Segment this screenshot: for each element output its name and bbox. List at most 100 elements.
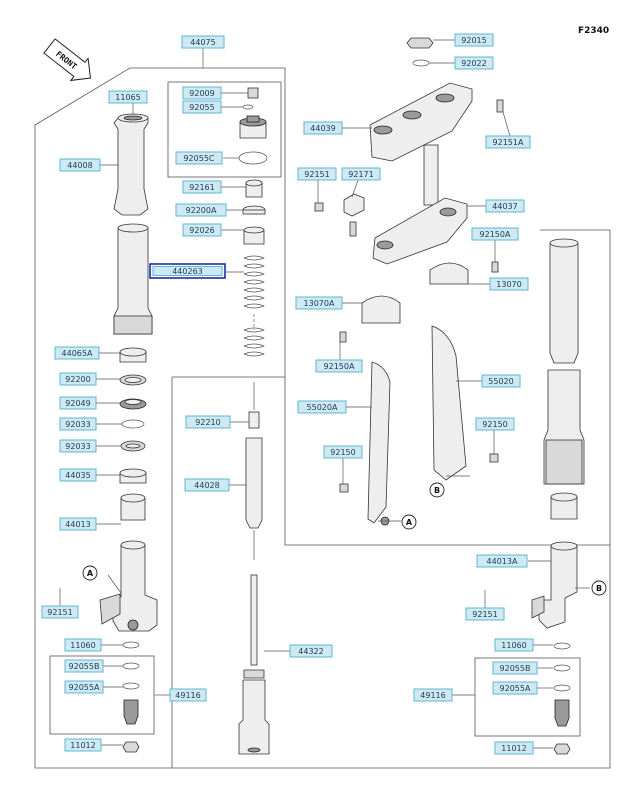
svg-text:A: A bbox=[406, 518, 413, 527]
part-label-11060r[interactable]: 11060 bbox=[494, 638, 534, 652]
left-seals-stack bbox=[119, 347, 147, 484]
part-label-92151r[interactable]: 92151 bbox=[465, 607, 505, 621]
part-label-13070[interactable]: 13070 bbox=[489, 277, 529, 291]
part-label-92055c[interactable]: 92055C bbox=[175, 151, 223, 165]
part-label-44037[interactable]: 44037 bbox=[485, 199, 525, 213]
part-label-text: 92150A bbox=[480, 230, 511, 239]
steering-nut-and-washer bbox=[406, 37, 434, 67]
part-label-text: 92015 bbox=[461, 36, 486, 45]
part-label-11065[interactable]: 11065 bbox=[108, 90, 148, 104]
cap-bolt-parts bbox=[238, 87, 268, 165]
part-label-text: 44322 bbox=[298, 647, 323, 656]
part-label-text: 44028 bbox=[194, 481, 219, 490]
part-label-44035[interactable]: 44035 bbox=[59, 468, 97, 482]
part-label-text: 92049 bbox=[65, 399, 90, 408]
part-label-text: 44035 bbox=[65, 471, 90, 480]
part-label-44075[interactable]: 44075 bbox=[181, 35, 225, 49]
callout-a1: A bbox=[82, 565, 98, 581]
part-label-text: 92150A bbox=[324, 362, 355, 371]
part-label-text: 44037 bbox=[492, 202, 517, 211]
leader-lines bbox=[59, 39, 590, 749]
part-label-11060l[interactable]: 11060 bbox=[64, 638, 102, 652]
part-label-92200[interactable]: 92200 bbox=[59, 372, 97, 386]
part-label-92009[interactable]: 92009 bbox=[182, 86, 222, 100]
part-label-text: 92150 bbox=[482, 420, 507, 429]
figure-code: F2340 bbox=[578, 26, 609, 36]
part-label-49116l[interactable]: 49116 bbox=[169, 688, 207, 702]
part-label-44013[interactable]: 44013 bbox=[59, 517, 97, 531]
part-label-92055bl[interactable]: 92055B bbox=[64, 659, 104, 673]
svg-text:A: A bbox=[87, 569, 94, 578]
left-inner-tube bbox=[113, 223, 153, 335]
part-label-44039[interactable]: 44039 bbox=[303, 121, 343, 135]
part-label-92049[interactable]: 92049 bbox=[59, 396, 97, 410]
part-label-text: 11012 bbox=[70, 741, 95, 750]
fork-guard-left bbox=[339, 361, 391, 526]
svg-text:B: B bbox=[434, 486, 440, 495]
part-label-text: 92009 bbox=[189, 89, 214, 98]
part-label-92151a[interactable]: 92151A bbox=[485, 135, 531, 149]
svg-text:B: B bbox=[596, 584, 602, 593]
part-label-92151l[interactable]: 92151 bbox=[41, 605, 79, 619]
part-label-92150a2[interactable]: 92150A bbox=[315, 359, 363, 373]
right-valve-kit bbox=[553, 642, 571, 755]
part-label-92055br[interactable]: 92055B bbox=[492, 661, 538, 675]
part-label-92171[interactable]: 92171 bbox=[341, 167, 381, 181]
part-label-92150r[interactable]: 92150 bbox=[475, 417, 515, 431]
handlebar-clamp-top bbox=[314, 193, 365, 237]
part-label-92033a[interactable]: 92033 bbox=[59, 417, 97, 431]
part-label-44065a[interactable]: 44065A bbox=[54, 346, 100, 360]
part-label-49116r[interactable]: 49116 bbox=[413, 688, 453, 702]
spring-top-parts bbox=[242, 179, 266, 245]
part-label-text: 92171 bbox=[348, 170, 373, 179]
part-label-92055[interactable]: 92055 bbox=[182, 100, 222, 114]
part-label-92015[interactable]: 92015 bbox=[454, 33, 494, 47]
part-label-44028[interactable]: 44028 bbox=[184, 478, 230, 492]
left-outer-tube bbox=[113, 113, 149, 216]
part-label-55020[interactable]: 55020 bbox=[481, 374, 521, 388]
part-label-92055ar[interactable]: 92055A bbox=[492, 681, 538, 695]
part-label-11012l[interactable]: 11012 bbox=[64, 738, 102, 752]
part-label-text: 92055B bbox=[500, 664, 531, 673]
right-lower-leg bbox=[531, 492, 578, 629]
part-label-text: 92055B bbox=[69, 662, 100, 671]
part-label-text: 92151 bbox=[47, 608, 72, 617]
part-label-92033b[interactable]: 92033 bbox=[59, 439, 97, 453]
part-label-text: 92210 bbox=[195, 418, 220, 427]
part-label-text: 44039 bbox=[310, 124, 335, 133]
fork-guard-right bbox=[431, 325, 499, 481]
part-label-text: 44065A bbox=[62, 349, 93, 358]
part-label-92150m[interactable]: 92150 bbox=[323, 445, 363, 459]
left-lower-leg bbox=[99, 493, 158, 632]
part-label-11012r[interactable]: 11012 bbox=[494, 741, 534, 755]
part-label-44322[interactable]: 44322 bbox=[289, 644, 333, 658]
upper-triple-clamp bbox=[369, 82, 504, 162]
part-label-text: 92200A bbox=[186, 206, 217, 215]
front-arrow-icon: FRONT bbox=[43, 38, 92, 82]
part-label-92151t[interactable]: 92151 bbox=[297, 167, 337, 181]
callout-a2: A bbox=[401, 514, 417, 530]
part-label-text: 55020 bbox=[488, 377, 513, 386]
part-label-92210[interactable]: 92210 bbox=[185, 415, 231, 429]
callout-b1: B bbox=[429, 482, 445, 498]
cap-parts-box bbox=[167, 81, 282, 178]
part-label-13070a[interactable]: 13070A bbox=[295, 296, 343, 310]
part-label-44008[interactable]: 44008 bbox=[59, 158, 101, 172]
part-label-92150a1[interactable]: 92150A bbox=[471, 227, 519, 241]
part-label-92026[interactable]: 92026 bbox=[182, 223, 222, 237]
part-label-text: 92033 bbox=[65, 442, 90, 451]
clamp-13070 bbox=[429, 261, 499, 285]
part-label-text: 92151 bbox=[472, 610, 497, 619]
part-label-text: 92055A bbox=[500, 684, 531, 693]
part-label-55020a[interactable]: 55020A bbox=[297, 400, 347, 414]
part-label-92055al[interactable]: 92055A bbox=[64, 680, 104, 694]
part-label-92200a[interactable]: 92200A bbox=[175, 203, 227, 217]
clamp-13070A bbox=[339, 295, 401, 343]
part-label-text: 440263 bbox=[172, 267, 203, 276]
part-label-text: 92033 bbox=[65, 420, 90, 429]
part-label-92022[interactable]: 92022 bbox=[454, 56, 494, 70]
part-label-92161[interactable]: 92161 bbox=[182, 180, 222, 194]
part-label-44013a[interactable]: 44013A bbox=[476, 554, 528, 568]
part-label-44026g[interactable]: 440263 bbox=[149, 263, 226, 279]
